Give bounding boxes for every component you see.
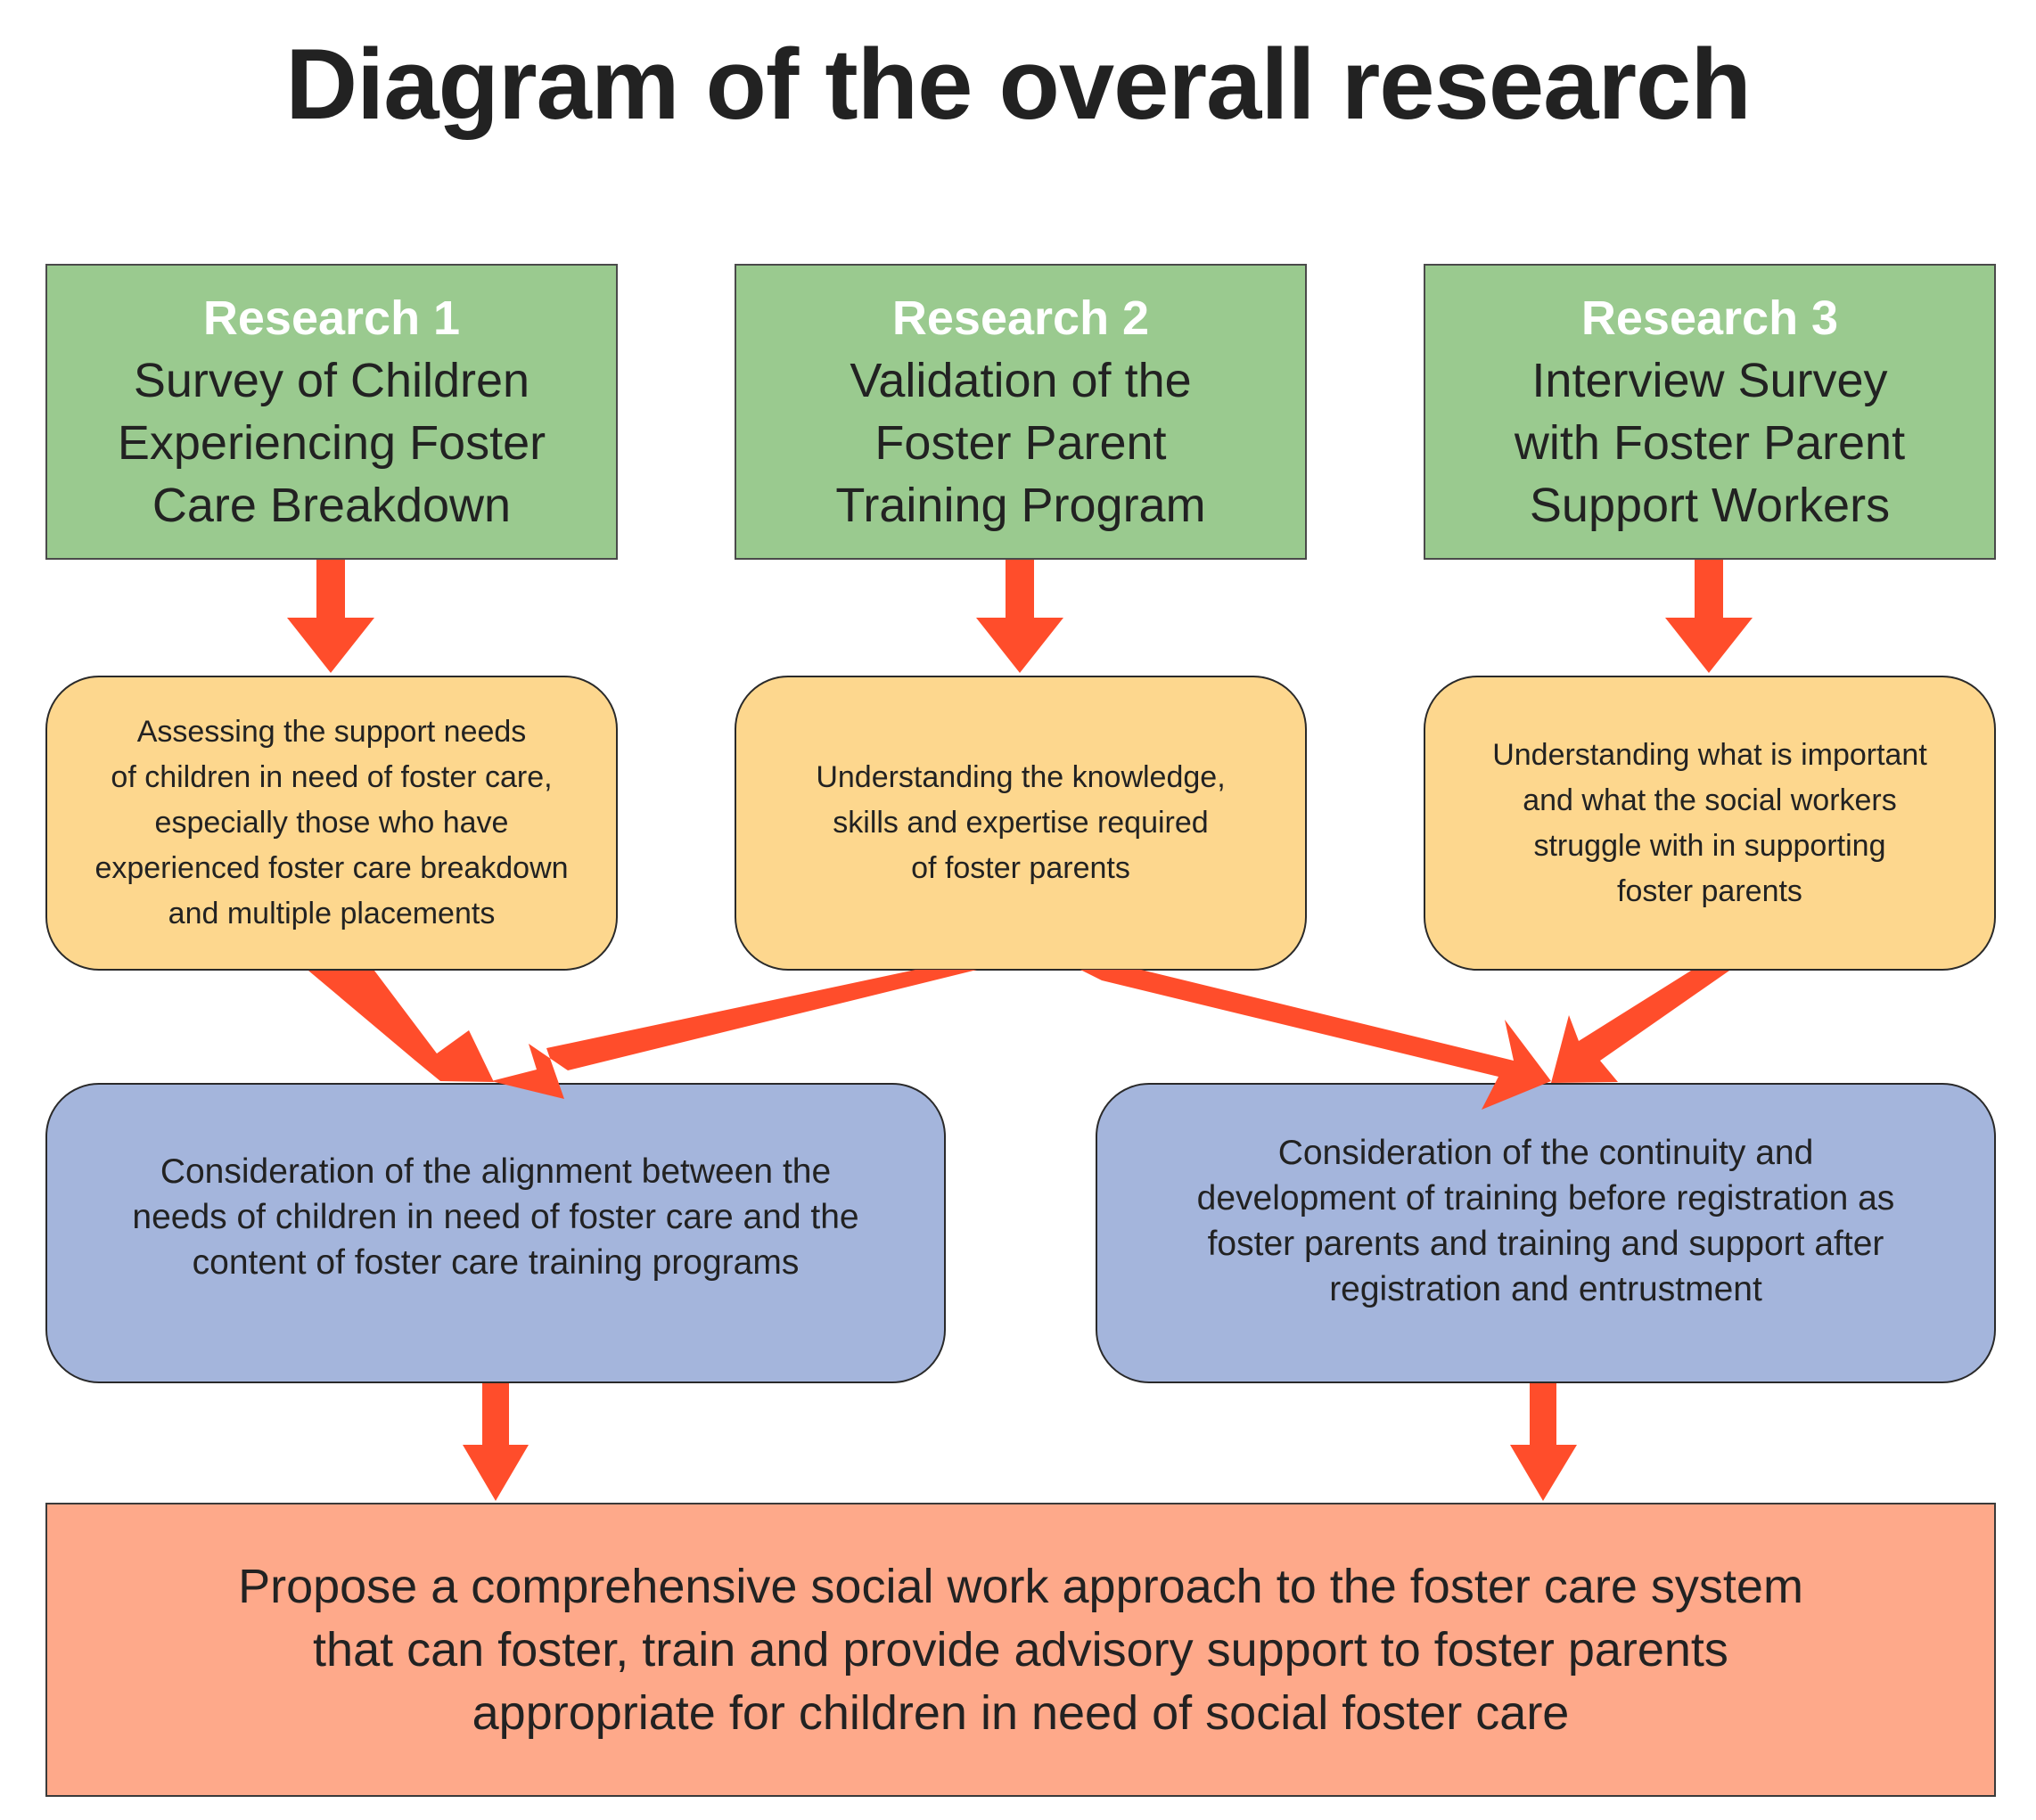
arrow-research-2-to-objective-2: [976, 560, 1063, 673]
arrow-consideration-1-to-conclusion: [463, 1383, 529, 1501]
research-1-description: Survey of Children Experiencing Foster C…: [117, 354, 546, 532]
conclusion-box: Propose a comprehensive social work appr…: [45, 1503, 1996, 1797]
research-2-description: Validation of the Foster Parent Training…: [835, 354, 1206, 532]
arrow-consideration-2-to-conclusion: [1510, 1383, 1577, 1501]
consideration-1-text: Consideration of the alignment between t…: [132, 1152, 859, 1282]
diagram-title: Diagram of the overall research: [285, 29, 1751, 140]
research-1-heading: Research 1: [202, 291, 461, 345]
research-3-heading: Research 3: [1580, 291, 1839, 345]
research-1-box: Research 1 Survey of Children Experienci…: [45, 264, 618, 560]
arrow-research-3-to-objective-3: [1665, 560, 1753, 673]
objective-1-box: Assessing the support needs of children …: [45, 676, 618, 971]
research-3-box: Research 3 Interview Survey with Foster …: [1424, 264, 1996, 560]
objective-3-box: Understanding what is important and what…: [1424, 676, 1996, 971]
consideration-2-text: Consideration of the continuity and deve…: [1196, 1133, 1895, 1308]
consideration-1-box: Consideration of the alignment between t…: [45, 1083, 946, 1383]
arrow-objective-2-to-consideration-1: [491, 970, 977, 1099]
arrow-objective-1-to-consideration-1: [308, 971, 494, 1082]
research-2-box: Research 2 Validation of the Foster Pare…: [735, 264, 1307, 560]
objective-1-text: Assessing the support needs of children …: [94, 715, 569, 930]
objective-2-text: Understanding the knowledge, skills and …: [816, 760, 1226, 885]
arrow-research-1-to-objective-1: [287, 560, 374, 673]
conclusion-text: Propose a comprehensive social work appr…: [238, 1559, 1803, 1740]
research-2-heading: Research 2: [891, 291, 1150, 345]
arrow-objective-3-to-consideration-2: [1551, 971, 1729, 1083]
research-3-description: Interview Survey with Foster Parent Supp…: [1514, 354, 1906, 532]
objective-2-box: Understanding the knowledge, skills and …: [735, 676, 1307, 971]
consideration-2-box: Consideration of the continuity and deve…: [1096, 1083, 1996, 1383]
objective-3-text: Understanding what is important and what…: [1492, 737, 1927, 908]
